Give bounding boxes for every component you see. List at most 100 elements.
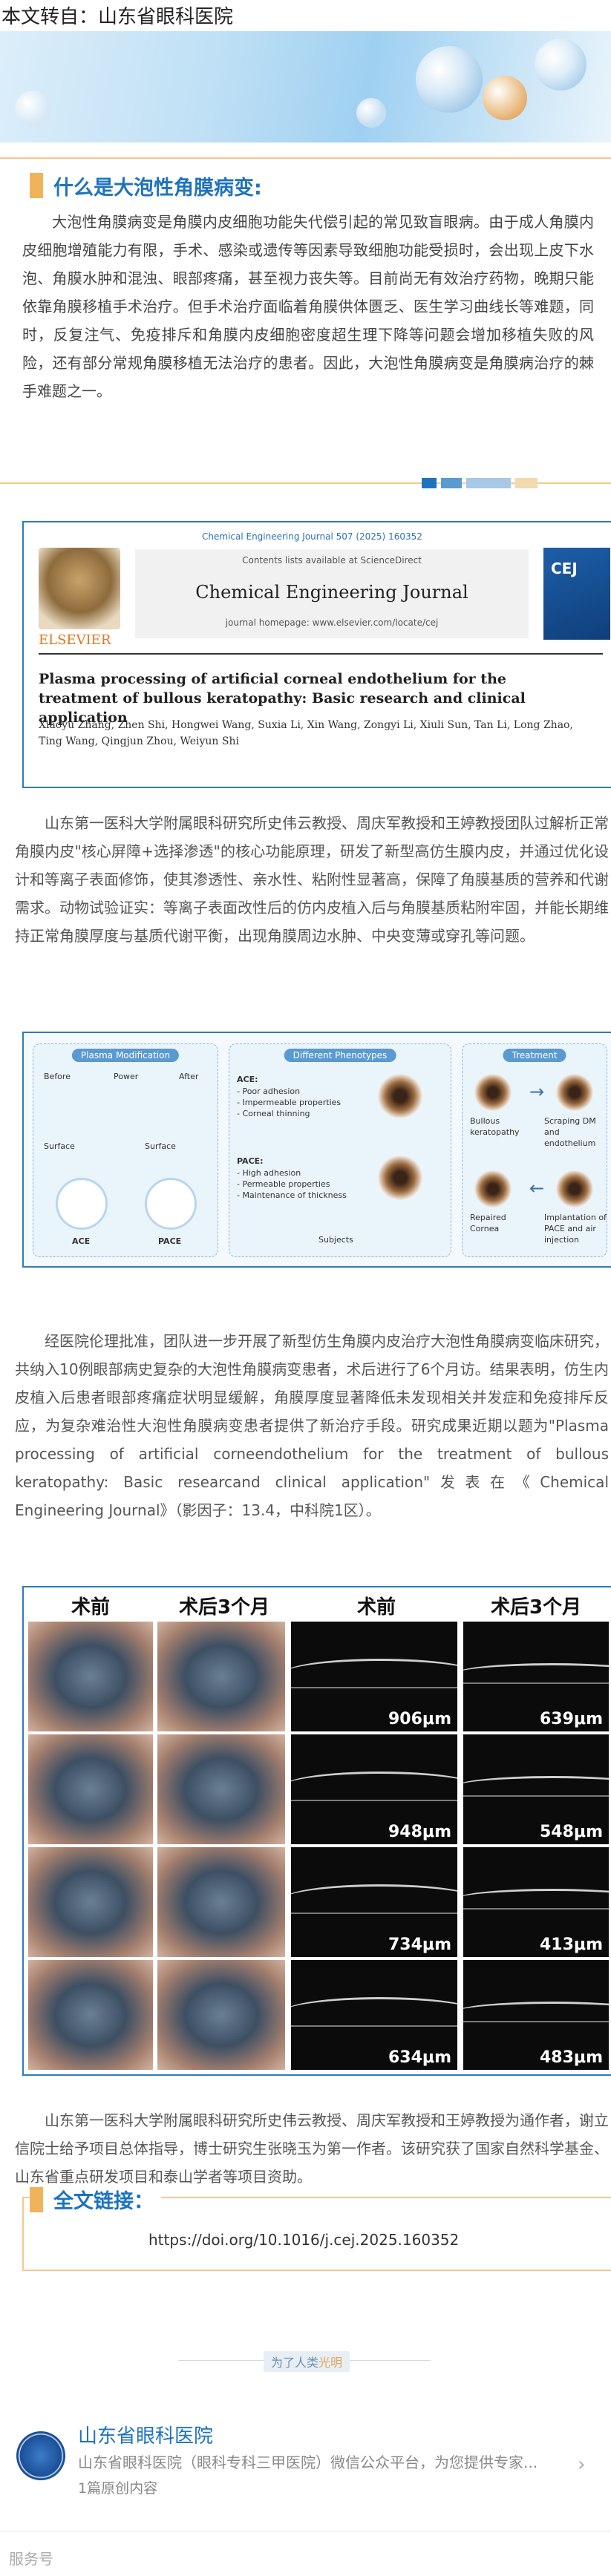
fulltext-title: 全文链接： [53, 2190, 154, 2213]
pace-label: PACE [158, 1236, 182, 1246]
slit-lamp-photo [157, 1622, 285, 1731]
slit-lamp-photo [28, 1960, 153, 2070]
journal-name: Chemical Engineering Journal [195, 582, 468, 603]
ace-membrane [56, 1178, 108, 1230]
thickness-value: 639μm [539, 1710, 603, 1728]
slit-lamp-photo [28, 1734, 153, 1844]
cornea-band [291, 1884, 457, 1914]
eye-illustration [378, 1074, 422, 1118]
account-description: 山东省眼科医院（眼科专科三甲医院）微信公众平台，为您提供专家... [78, 2454, 538, 2471]
pace-title: PACE: [237, 1156, 264, 1166]
account-avatar [16, 2431, 65, 2480]
header-banner-image [0, 31, 611, 142]
thickness-value: 634μm [388, 2048, 451, 2067]
journal-masthead: Contents lists available at ScienceDirec… [135, 549, 529, 638]
slit-lamp-photo [28, 1622, 153, 1731]
column-header: 术前 [356, 1596, 396, 1619]
oct-scan: 948μm [291, 1734, 457, 1844]
ace-points: - Poor adhesion - Impermeable properties… [237, 1087, 342, 1118]
panel-label: Treatment [503, 1049, 566, 1062]
column-header: 术后3个月 [178, 1596, 270, 1619]
slogan-prefix: 为了人类 [271, 2356, 319, 2370]
column-header: 术前 [71, 1596, 110, 1619]
ace-label: ACE [72, 1236, 91, 1246]
slogan-highlight: 光明 [318, 2356, 343, 2370]
account-name: 山东省眼科医院 [78, 2425, 214, 2448]
eye-illustration [378, 1156, 422, 1200]
cornea-band [291, 1772, 457, 1801]
fulltext-heading: 全文链接： [30, 2185, 161, 2214]
plasma-modification-panel: Plasma Modification Before Power After S… [33, 1043, 218, 1257]
ace-title: ACE: [237, 1075, 258, 1084]
cornea-band [463, 1776, 609, 1797]
oct-scan: 734μm [291, 1847, 457, 1957]
power-label: Power [114, 1072, 139, 1081]
surface-label: Surface [44, 1141, 75, 1151]
repaired-label: Repaired Cornea [470, 1213, 506, 1233]
thickness-value: 948μm [388, 1823, 451, 1841]
slogan: 为了人类光明 [264, 2351, 350, 2372]
eye-illustration [556, 1074, 593, 1111]
clinical-paragraph: 经医院伦理批准，团队进一步开展了新型仿生角膜内皮治疗大泡性角膜病变临床研究，共纳… [15, 1332, 609, 1519]
phenotypes-panel: Different Phenotypes ACE: - Poor adhesio… [229, 1043, 451, 1257]
cornea-band [463, 1663, 609, 1684]
eye-illustration [556, 1170, 593, 1207]
funding-paragraph: 山东第一医科大学附属眼科研究所史伟云教授、周庆军教授和王婷教授为通作者，谢立信院… [15, 2111, 609, 2186]
treatment-panel: Treatment Bullous keratopathy → Scraping… [462, 1043, 607, 1257]
decorative-bars [422, 478, 538, 488]
research-paragraph: 山东第一医科大学附属眼科研究所史伟云教授、周庆军教授和王婷教授团队过解析正常角膜… [15, 814, 609, 945]
surface-label: Surface [145, 1141, 176, 1151]
after-label: After [179, 1072, 199, 1081]
account-article-count: 1篇原创内容 [78, 2480, 158, 2497]
cornea-band [463, 1889, 609, 1910]
cornea-band [291, 1659, 457, 1688]
arrow-left-icon: ← [529, 1178, 545, 1199]
column-header: 术后3个月 [490, 1596, 582, 1619]
heading-accent-bar [30, 173, 43, 198]
slit-lamp-photo [157, 1960, 285, 2070]
thickness-value: 483μm [539, 2048, 603, 2067]
journal-cover-label: CEJ [551, 560, 578, 577]
oct-scan: 906μm [291, 1622, 457, 1731]
fulltext-box [22, 2197, 611, 2271]
pace-points: - High adhesion - Permeable properties -… [237, 1168, 347, 1200]
account-card[interactable]: 山东省眼科医院 山东省眼科医院（眼科专科三甲医院）微信公众平台，为您提供专家..… [0, 2405, 611, 2516]
arrow-right-icon: → [529, 1081, 545, 1102]
journal-header-image: Chemical Engineering Journal 507 (2025) … [22, 521, 611, 788]
intro-heading: 什么是大泡性角膜病变: [30, 171, 262, 200]
oct-scan: 413μm [463, 1847, 609, 1957]
contents-line: Contents lists available at ScienceDirec… [242, 555, 422, 566]
panel-label: Plasma Modification [71, 1049, 180, 1062]
bullous-label: Bullous keratopathy [470, 1116, 520, 1137]
oct-scan: 548μm [463, 1734, 609, 1844]
doi-link[interactable]: https://doi.org/10.1016/j.cej.2025.16035… [148, 2231, 460, 2249]
service-label: 服务号 [9, 2550, 53, 2568]
intro-body: 大泡性角膜病变是角膜内皮细胞功能失代偿引起的常见致盲眼病。由于成人角膜内皮细胞增… [22, 213, 594, 400]
oct-scan: 639μm [463, 1622, 609, 1731]
chevron-right-icon: › [578, 2454, 586, 2476]
thickness-value: 906μm [388, 1710, 451, 1728]
oct-scan: 634μm [291, 1960, 457, 2070]
oct-scan: 483μm [463, 1960, 609, 2070]
clinical-results-figure: 术前 术后3个月 术前 术后3个月 906μm 639μm 948μm 548μm 73… [22, 1586, 611, 2076]
eye-illustration [474, 1074, 512, 1111]
intro-section-box [0, 157, 611, 484]
intro-title: 什么是大泡性角膜病变: [53, 176, 262, 200]
thickness-value: 734μm [388, 1936, 451, 1954]
graphical-abstract: Plasma Modification Before Power After S… [22, 1032, 611, 1268]
cornea-band [291, 1997, 457, 2027]
slit-lamp-photo [157, 1847, 285, 1957]
thickness-value: 413μm [539, 1936, 603, 1954]
slit-lamp-photo [28, 1847, 153, 1957]
heading-accent-bar [30, 2186, 43, 2212]
subjects-label: Subjects [318, 1235, 353, 1245]
eye-illustration [474, 1170, 512, 1207]
slit-lamp-photo [157, 1734, 285, 1844]
source-line: 本文转自：山东省眼科医院 [1, 6, 234, 28]
scraping-label: Scraping DM and endothelium [544, 1116, 596, 1148]
panel-label: Different Phenotypes [284, 1049, 396, 1062]
journal-cover: CEJ [543, 548, 610, 640]
journal-rule [39, 653, 603, 655]
pace-membrane [145, 1178, 197, 1230]
cornea-band [463, 2002, 609, 2022]
